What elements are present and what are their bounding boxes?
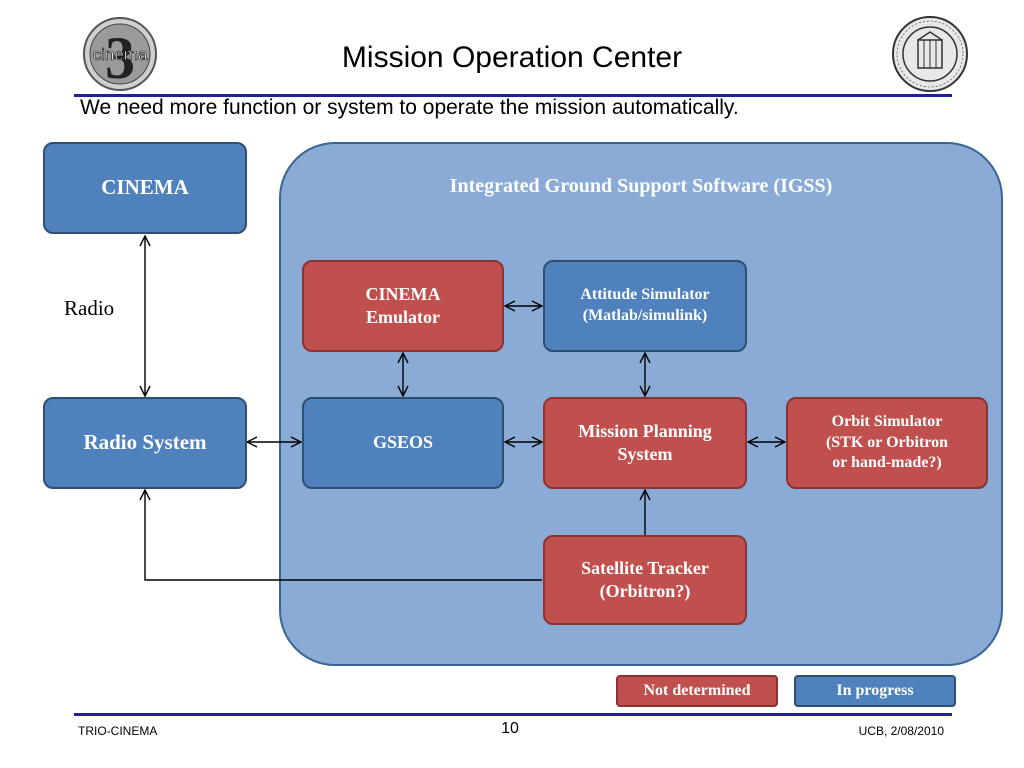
node-satellite-tracker: Satellite Tracker (Orbitron?)	[543, 535, 747, 625]
node-radio-system: Radio System	[43, 397, 247, 489]
node-attitude-simulator: Attitude Simulator (Matlab/simulink)	[543, 260, 747, 352]
node-mission-planning-line1: Mission Planning	[578, 420, 712, 441]
header-rule	[74, 94, 952, 97]
page-number: 10	[501, 720, 519, 737]
node-attitude-simulator-line2: (Matlab/simulink)	[582, 307, 708, 324]
page-subtitle: We need more function or system to opera…	[80, 96, 739, 119]
igss-title: Integrated Ground Support Software (IGSS…	[449, 175, 833, 197]
node-mission-planning-system: Mission Planning System	[543, 397, 747, 489]
cinema-logo: 3 cinema	[72, 14, 168, 94]
connector-tracker-radio-system	[145, 490, 542, 581]
radio-link-label: Radio	[64, 296, 115, 320]
node-satellite-tracker-line2: (Orbitron?)	[599, 581, 691, 601]
node-gseos: GSEOS	[302, 397, 504, 489]
node-mission-planning-line2: System	[617, 444, 673, 464]
legend-in-progress: In progress	[794, 675, 956, 707]
page-title: Mission Operation Center	[341, 41, 683, 74]
node-orbit-simulator: Orbit Simulator (STK or Orbitron or hand…	[786, 397, 988, 489]
node-attitude-simulator-line1: Attitude Simulator	[580, 286, 710, 304]
legend-in-progress-label: In progress	[836, 681, 914, 699]
svg-text:cinema: cinema	[93, 45, 148, 64]
node-cinema-emulator-line1: CINEMA	[365, 283, 441, 304]
node-orbit-simulator-line1: Orbit Simulator	[831, 412, 943, 430]
university-seal-logo	[890, 14, 970, 94]
node-orbit-simulator-line2: (STK or Orbitron	[825, 433, 949, 451]
svg-text:3: 3	[105, 25, 135, 91]
footer-left-text: TRIO-CINEMA	[78, 724, 158, 738]
footer-rule	[74, 713, 952, 716]
legend-not-determined: Not determined	[616, 675, 778, 707]
node-satellite-tracker-line1: Satellite Tracker	[581, 557, 709, 578]
footer-right-text: UCB, 2/08/2010	[858, 724, 944, 738]
node-radio-system-label: Radio System	[83, 430, 207, 455]
node-gseos-label: GSEOS	[372, 432, 434, 453]
node-cinema-emulator-line2: Emulator	[366, 307, 440, 327]
node-cinema: CINEMA	[43, 142, 247, 234]
node-cinema-label: CINEMA	[101, 175, 189, 200]
node-orbit-simulator-line3: or hand-made?)	[832, 454, 942, 472]
legend-not-determined-label: Not determined	[643, 681, 751, 699]
node-cinema-emulator: CINEMA Emulator	[302, 260, 504, 352]
